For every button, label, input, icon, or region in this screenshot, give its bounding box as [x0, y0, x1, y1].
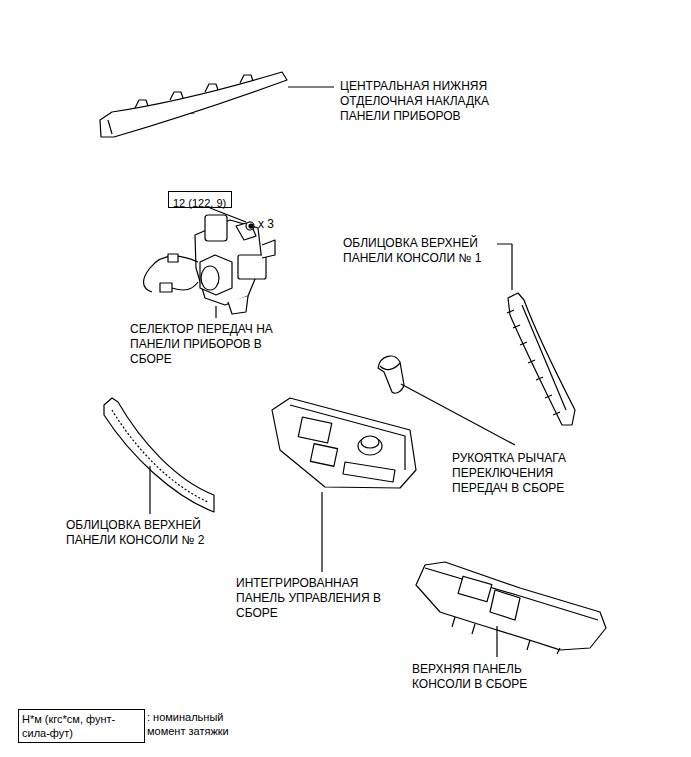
part-name: ЦЕНТРАЛЬНАЯ НИЖНЯЯ ОТДЕЛОЧНАЯ НАКЛАДКА П… [340, 79, 520, 124]
part-name: ИНТЕГРИРОВАННАЯ ПАНЕЛЬ УПРАВЛЕНИЯ В СБОР… [236, 576, 406, 621]
leader-line [401, 384, 515, 445]
legend-text: : номинальный момент затяжки [147, 710, 247, 738]
svg-text:~: ~ [190, 109, 195, 118]
knob-drawing [378, 356, 404, 393]
leader-line [321, 492, 322, 572]
torque-value: 12 (122, 9) [173, 197, 226, 210]
torque-box: 12 (122, 9) [168, 191, 232, 208]
lower-trim-drawing: ~ [100, 72, 287, 137]
legend-sample-box: Н*м (кгс*см, фунт-сила-фут) [18, 709, 145, 743]
garnish1-drawing [507, 293, 575, 425]
garnish2-drawing [104, 398, 214, 512]
selector-drawing [144, 215, 276, 314]
leader-line [497, 244, 512, 290]
part-name: ОБЛИЦОВКА ВЕРХНЕЙ ПАНЕЛИ КОНСОЛИ № 2 [66, 518, 226, 548]
unit-label: Н*м (кгс*см, фунт-сила-фут) [22, 712, 141, 740]
part-name: РУКОЯТКА РЫЧАГА ПЕРЕКЛЮЧЕНИЯ ПЕРЕДАЧ В С… [452, 451, 602, 496]
leader-line [496, 626, 497, 657]
part-name: ОБЛИЦОВКА ВЕРХНЕЙ ПАНЕЛИ КОНСОЛИ № 1 [343, 236, 503, 266]
leader-line [149, 466, 150, 514]
console-drawing [416, 562, 606, 654]
part-name: СЕЛЕКТОР ПЕРЕДАЧ НА ПАНЕЛИ ПРИБОРОВ В СБ… [130, 322, 305, 367]
part-name: ВЕРХНЯЯ ПАНЕЛЬ КОНСОЛИ В СБОРЕ [412, 662, 552, 692]
leader-line [215, 306, 216, 318]
quantity-mark: x 3 [258, 217, 298, 232]
control-panel-drawing [272, 398, 416, 488]
leader-line [288, 86, 334, 87]
leader-line [210, 208, 246, 222]
